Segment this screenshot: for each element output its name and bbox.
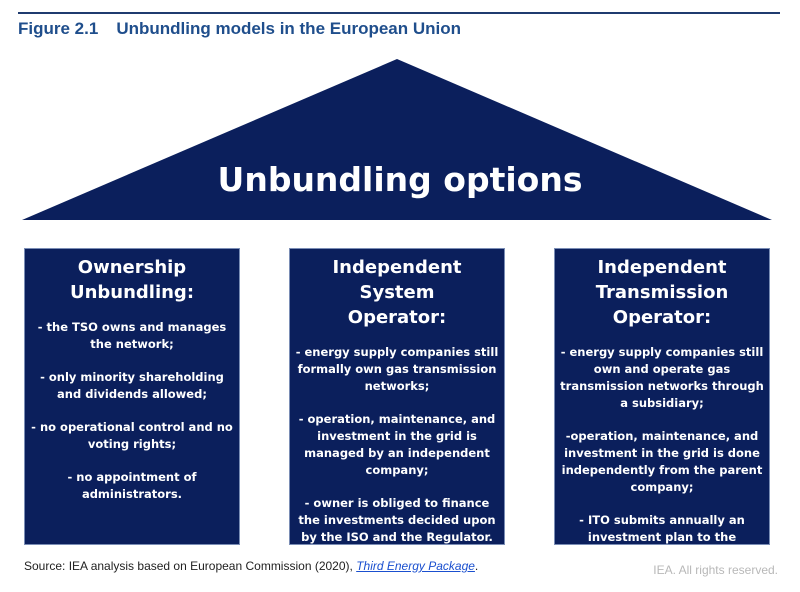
source-note: Source: IEA analysis based on European C… bbox=[24, 559, 478, 573]
pillar-title-line: Ownership bbox=[77, 257, 187, 278]
pillar-points: - the TSO owns and manages the network; … bbox=[25, 319, 239, 503]
pillar-title: Independent Transmission Operator: bbox=[555, 255, 769, 330]
pillar-points: - energy supply companies still formally… bbox=[290, 344, 504, 546]
third-energy-package-link[interactable]: Third Energy Package bbox=[356, 559, 475, 573]
pillar-ownership-unbundling: Ownership Unbundling: - the TSO owns and… bbox=[24, 248, 240, 545]
pillar-title: Independent System Operator: bbox=[290, 255, 504, 330]
figure-title-text: Unbundling models in the European Union bbox=[116, 19, 462, 38]
pillar-point: - only minority shareholding and dividen… bbox=[40, 370, 224, 401]
pillar-title-line: Independent System bbox=[332, 257, 462, 303]
pillar-points: - energy supply companies still own and … bbox=[555, 344, 769, 563]
rights-notice: IEA. All rights reserved. bbox=[653, 563, 778, 577]
pillar-point: - no appointment of administrators. bbox=[67, 470, 197, 501]
pillar-title-line: Operator: bbox=[347, 307, 447, 328]
pillar-point: -operation, maintenance, and investment … bbox=[561, 429, 763, 494]
top-rule bbox=[18, 12, 780, 14]
pillar-point: - the TSO owns and manages the network; bbox=[37, 320, 227, 351]
pillar-title-line: Transmission Operator: bbox=[595, 282, 729, 328]
source-suffix: . bbox=[474, 559, 479, 573]
roof-shape bbox=[22, 59, 772, 220]
pillar-independent-transmission-operator: Independent Transmission Operator: - ene… bbox=[554, 248, 770, 561]
figure-label: Figure 2.1 bbox=[18, 19, 99, 38]
pillar-title-line: Unbundling: bbox=[69, 282, 195, 303]
pillar-point: - ITO submits annually an investment pla… bbox=[579, 513, 745, 561]
pillar-point: - owner is obliged to finance the invest… bbox=[298, 496, 496, 544]
roof-triangle bbox=[22, 59, 772, 220]
pillar-point: - energy supply companies still own and … bbox=[560, 345, 764, 410]
pillar-title: Ownership Unbundling: bbox=[25, 255, 239, 305]
pillar-point: - no operational control and no voting r… bbox=[31, 420, 233, 451]
figure-title: Figure 2.1 Unbundling models in the Europ… bbox=[18, 19, 461, 39]
pillar-independent-system-operator: Independent System Operator: - energy su… bbox=[289, 248, 505, 545]
pillar-point: - operation, maintenance, and investment… bbox=[298, 412, 496, 477]
pillar-point: - energy supply companies still formally… bbox=[295, 345, 499, 393]
source-prefix: Source: IEA analysis based on European C… bbox=[24, 559, 357, 573]
pillar-title-line: Independent bbox=[597, 257, 727, 278]
roof-label: Unbundling options bbox=[217, 160, 583, 199]
